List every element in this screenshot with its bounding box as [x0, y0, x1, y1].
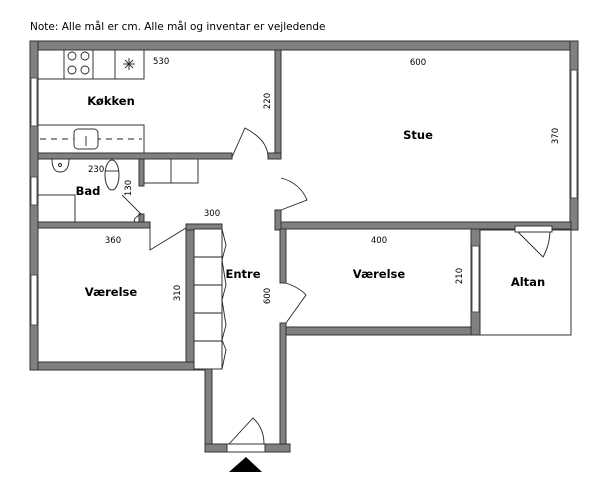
dim-hall-width: 300 [204, 209, 220, 219]
window-bedroom-left [30, 274, 38, 326]
door-entrance[interactable] [228, 417, 265, 445]
dim-bedroom-right-width: 400 [371, 236, 387, 246]
dim-bedroom-right-height: 210 [455, 268, 465, 284]
dim-bath-width: 230 [88, 165, 104, 175]
closets [143, 158, 227, 370]
stove-burner-icon [67, 51, 77, 61]
window-living [570, 69, 578, 199]
room-label-kitchen: Køkken [87, 94, 135, 108]
room-label-bath: Bad [76, 184, 101, 198]
bath-fixtures [37, 158, 120, 223]
windows [30, 69, 578, 326]
balcony-outline [479, 229, 572, 336]
window-bath [30, 176, 38, 206]
dim-bedroom-left-height: 310 [173, 285, 183, 301]
fan-icon [123, 58, 135, 70]
dim-kitchen-height: 220 [263, 93, 273, 109]
door-bedroom-left[interactable] [149, 226, 187, 251]
entrance-arrow-icon [229, 457, 262, 472]
dim-living-height: 370 [551, 128, 561, 144]
doors [121, 127, 553, 453]
dim-bedroom-left-width: 360 [105, 236, 121, 246]
washbasin-icon [51, 158, 70, 173]
door-balcony[interactable] [515, 229, 551, 258]
window-bedroom-right [471, 245, 480, 313]
door-bath[interactable] [121, 194, 142, 223]
door-kitchen[interactable] [231, 127, 269, 158]
dim-kitchen-width: 530 [153, 57, 169, 67]
room-label-balcony: Altan [511, 275, 545, 289]
dim-hall-height: 600 [263, 288, 273, 304]
dim-bath-height: 130 [124, 180, 134, 196]
dim-living-width: 600 [410, 58, 426, 68]
window-kitchen [30, 77, 38, 127]
kitchen-counter-bottom [37, 124, 145, 154]
room-label-bedroom-left: Værelse [85, 285, 138, 299]
room-label-hall: Entre [225, 267, 260, 281]
room-label-bedroom-right: Værelse [353, 267, 406, 281]
shower-icon [37, 194, 76, 223]
toilet-icon [104, 159, 120, 191]
door-bedroom-right[interactable] [285, 282, 307, 324]
door-living[interactable] [280, 177, 308, 211]
room-label-living: Stue [403, 128, 433, 142]
kitchen-counter-top [37, 49, 145, 80]
plan-note: Note: Alle mål er cm. Alle mål og invent… [30, 21, 326, 33]
